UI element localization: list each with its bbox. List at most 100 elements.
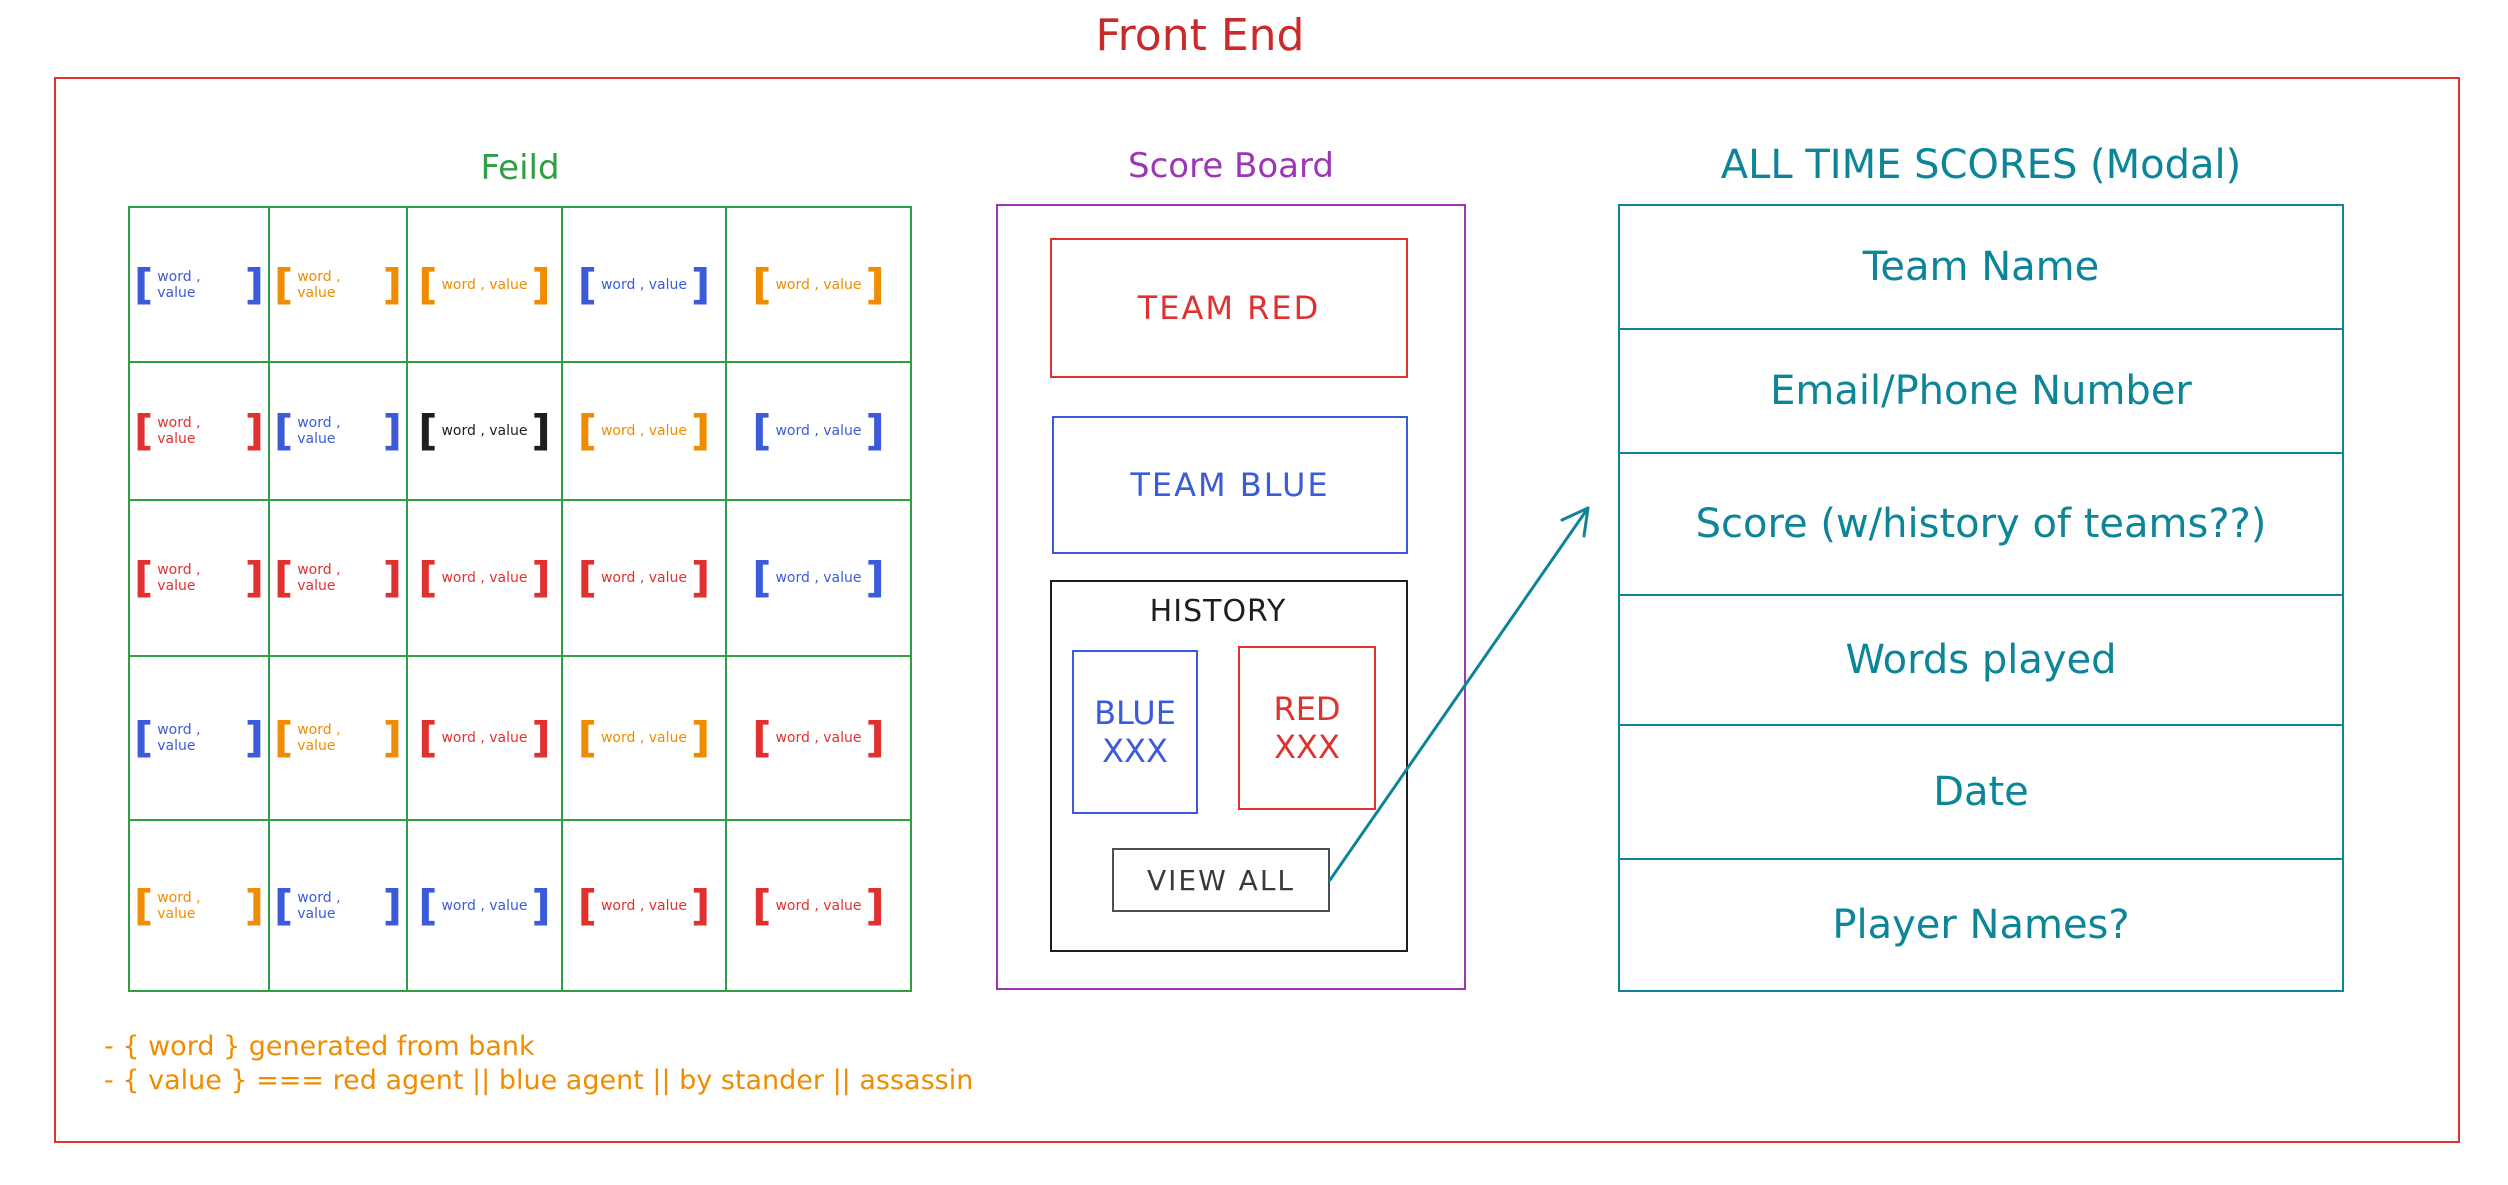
bracket-left: [ [274, 259, 294, 309]
field-cell: [word , value] [563, 657, 727, 821]
bracket-left: [ [134, 406, 154, 455]
card-label: word , value [441, 570, 528, 586]
card-label: word , value [775, 730, 862, 746]
word-card[interactable]: [word , value] [574, 717, 714, 759]
bracket-right: ] [382, 406, 402, 455]
word-card[interactable]: [word , value] [270, 880, 406, 930]
bracket-right: ] [865, 713, 885, 762]
history-red-value: XXX [1274, 728, 1340, 766]
bracket-right: ] [865, 406, 885, 455]
field-cell: [word , value] [270, 501, 408, 657]
word-card[interactable]: [word , value] [574, 259, 714, 309]
field-cell: [word , value] [130, 821, 270, 990]
field-cell: [word , value] [130, 208, 270, 363]
bracket-left: [ [134, 259, 154, 309]
field-cell: [word , value] [130, 363, 270, 501]
field-title: Feild [480, 148, 560, 188]
view-all-button[interactable]: VIEW ALL [1112, 848, 1330, 912]
bracket-left: [ [752, 259, 772, 309]
bracket-right: ] [244, 553, 264, 602]
word-card[interactable]: [word , value] [574, 410, 714, 452]
card-label: word , value [600, 423, 687, 439]
word-card[interactable]: [word , value] [270, 259, 406, 309]
notes: - { word } generated from bank - { value… [104, 1030, 1204, 1098]
modal-row: Score (w/history of teams??) [1620, 454, 2342, 596]
field-cell: [word , value] [130, 657, 270, 821]
bracket-left: [ [274, 880, 294, 930]
card-label: word , value [775, 897, 862, 914]
bracket-left: [ [418, 553, 438, 602]
card-label: word , value [600, 730, 687, 746]
word-card[interactable]: [word , value] [574, 557, 714, 599]
score-board-title: Score Board [1128, 146, 1334, 186]
history-red-label: RED [1273, 690, 1341, 728]
word-card[interactable]: [word , value] [270, 717, 406, 759]
card-label: word , value [297, 889, 341, 922]
word-card[interactable]: [word , value] [414, 259, 554, 309]
bracket-left: [ [752, 713, 772, 762]
word-card[interactable]: [word , value] [748, 410, 888, 452]
modal-row: Player Names? [1832, 902, 2130, 948]
bracket-right: ] [691, 880, 711, 930]
card-label: word , value [157, 722, 201, 754]
history-panel [1050, 580, 1408, 952]
field-cell: [word , value] [270, 821, 408, 990]
bracket-right: ] [244, 713, 264, 762]
bracket-right: ] [865, 553, 885, 602]
word-card[interactable]: [word , value] [414, 557, 554, 599]
bracket-right: ] [691, 406, 711, 455]
bracket-left: [ [274, 713, 294, 762]
word-card[interactable]: [word , value] [130, 259, 268, 309]
card-label: word , value [775, 423, 862, 439]
bracket-right: ] [691, 713, 711, 762]
bracket-right: ] [691, 259, 711, 309]
word-card[interactable]: [word , value] [130, 410, 268, 452]
history-title: HISTORY [1149, 594, 1287, 629]
history-blue-value: XXX [1102, 732, 1168, 770]
bracket-right: ] [691, 553, 711, 602]
card-label: word , value [297, 562, 341, 594]
word-card[interactable]: [word , value] [574, 880, 714, 930]
bracket-left: [ [577, 259, 597, 309]
word-card[interactable]: [word , value] [414, 717, 554, 759]
word-card[interactable]: [word , value] [270, 410, 406, 452]
bracket-left: [ [134, 713, 154, 762]
bracket-left: [ [418, 880, 438, 930]
word-card[interactable]: [word , value] [748, 259, 888, 309]
word-card[interactable]: [word , value] [130, 557, 268, 599]
word-card[interactable]: [word , value] [748, 884, 888, 927]
word-card[interactable]: [word , value] [748, 717, 888, 759]
card-label: word , value [157, 562, 201, 594]
field-cell: [word , value] [270, 657, 408, 821]
modal-row: Words played [1620, 596, 2342, 726]
card-label: word , value [297, 415, 341, 447]
bracket-left: [ [577, 553, 597, 602]
field-cell: [word , value] [408, 501, 563, 657]
team-blue-box: TEAM BLUE [1052, 416, 1408, 554]
modal-row: Team Name [1620, 206, 2342, 330]
card-label: word , value [600, 897, 687, 914]
card-label: word , value [157, 268, 201, 301]
bracket-right: ] [382, 259, 402, 309]
front-end-frame [54, 77, 2460, 1143]
card-label: word , value [775, 570, 862, 586]
bracket-right: ] [382, 553, 402, 602]
card-label: word , value [157, 415, 201, 447]
word-card[interactable]: [word , value] [748, 557, 888, 599]
bracket-left: [ [274, 553, 294, 602]
diagram-title: Front End [1095, 10, 1305, 61]
word-card[interactable]: [word , value] [130, 717, 268, 759]
bracket-left: [ [752, 553, 772, 602]
field-cell: [word , value] [727, 501, 910, 657]
field-cell: [word , value] [270, 363, 408, 501]
history-blue-label: BLUE [1094, 694, 1176, 732]
bracket-right: ] [865, 259, 885, 309]
bracket-left: [ [418, 259, 438, 309]
card-label: word , value [157, 889, 201, 922]
bracket-left: [ [577, 713, 597, 762]
word-card[interactable]: [word , value] [270, 557, 406, 599]
word-card[interactable]: [word , value] [414, 410, 554, 452]
word-card[interactable]: [word , value] [130, 884, 268, 927]
word-card[interactable]: [word , value] [414, 880, 554, 930]
